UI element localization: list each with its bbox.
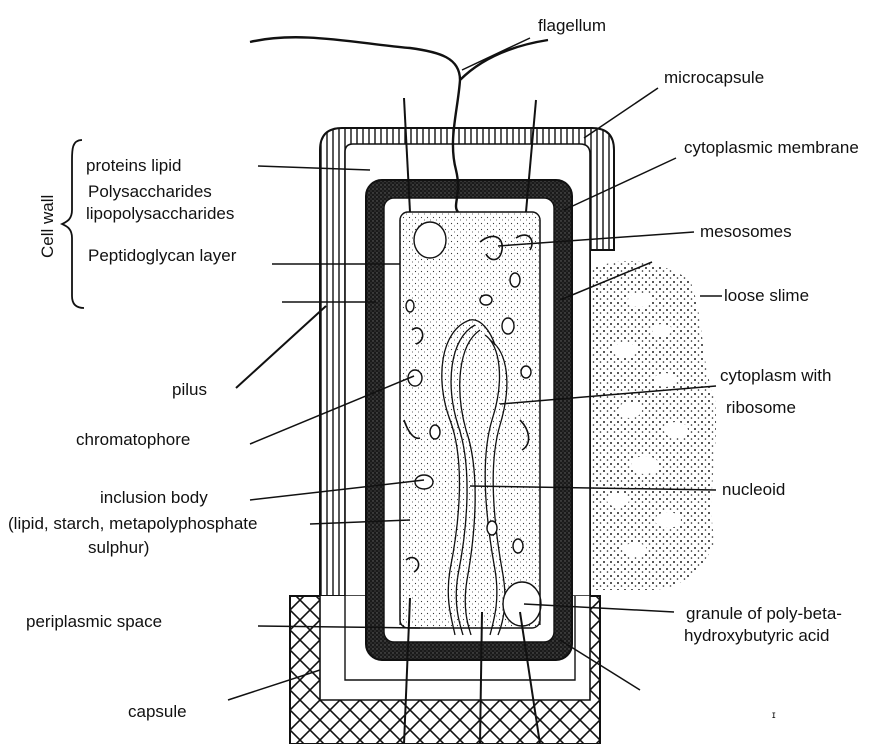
label-inclusion-detail-2: sulphur) <box>88 538 149 558</box>
cell-wall-bracket <box>62 140 84 308</box>
label-lipopolysaccharides: lipopolysaccharides <box>86 204 234 224</box>
label-cytoplasmic-membrane: cytoplasmic membrane <box>684 138 859 158</box>
loose-slime-region <box>590 261 716 590</box>
label-chromatophore: chromatophore <box>76 430 190 450</box>
label-capsule: capsule <box>128 702 187 722</box>
label-proteins-lipid: proteins lipid <box>86 156 181 176</box>
stray-mark: ɪ <box>772 706 776 726</box>
label-inclusion-detail-1: (lipid, starch, metapolyphosphate <box>8 514 257 534</box>
label-cytoplasm-with: cytoplasm with <box>720 366 831 386</box>
label-mesosomes: mesosomes <box>700 222 792 242</box>
label-loose-slime: loose slime <box>724 286 809 306</box>
label-ribosome: ribosome <box>726 398 796 418</box>
label-inclusion-body: inclusion body <box>100 488 208 508</box>
label-granule-2: hydroxybutyric acid <box>684 626 830 646</box>
label-peptidoglycan-layer: Peptidoglycan layer <box>88 246 236 266</box>
label-microcapsule: microcapsule <box>664 68 764 88</box>
label-periplasmic-space: periplasmic space <box>26 612 162 632</box>
cell-wall-label: Cell wall <box>38 195 58 258</box>
label-granule-1: granule of poly-beta- <box>686 604 842 624</box>
label-pilus: pilus <box>172 380 207 400</box>
label-flagellum: flagellum <box>538 16 606 36</box>
label-polysaccharides: Polysaccharides <box>88 182 212 202</box>
label-nucleoid: nucleoid <box>722 480 785 500</box>
